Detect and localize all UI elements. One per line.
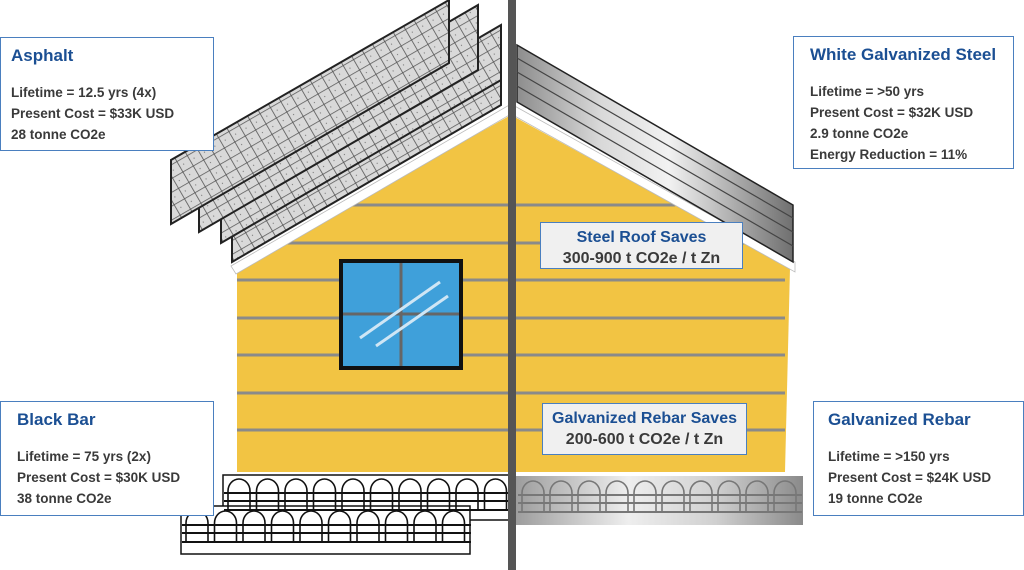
steel-co2: 2.9 tonne CO2e bbox=[810, 126, 909, 141]
galvanized-rebar-co2: 19 tonne CO2e bbox=[828, 491, 923, 506]
galvanized-rebar-info-box: Galvanized Rebar Lifetime = >150 yrs Pre… bbox=[813, 401, 1024, 516]
rebar-stirrup bbox=[312, 478, 337, 511]
rebar-stirrup bbox=[255, 478, 280, 511]
asphalt-title: Asphalt bbox=[11, 46, 74, 65]
rebar-stirrup bbox=[270, 510, 295, 543]
rebar-stirrup bbox=[242, 510, 266, 543]
black-bar-title: Black Bar bbox=[17, 410, 96, 429]
galvanized-rebar-title: Galvanized Rebar bbox=[828, 410, 971, 429]
steel-info-box: White Galvanized Steel Lifetime = >50 yr… bbox=[793, 36, 1014, 169]
steel-lifetime: Lifetime = >50 yrs bbox=[810, 84, 925, 99]
rebar-stirrup bbox=[441, 510, 466, 543]
window bbox=[339, 259, 463, 370]
rebar-stirrup bbox=[369, 478, 394, 511]
steel-saves-value: 300-900 t CO2e / t Zn bbox=[562, 250, 721, 267]
rebar-stirrup bbox=[398, 478, 422, 511]
asphalt-shingles bbox=[170, 0, 502, 264]
galvanized-rebar-cage bbox=[512, 476, 803, 525]
rebar-saves-value: 200-600 t CO2e / t Zn bbox=[565, 431, 724, 448]
rebar-stirrup bbox=[661, 480, 685, 513]
galvanized-rebar-cost: Present Cost = $24K USD bbox=[828, 470, 992, 485]
asphalt-lifetime: Lifetime = 12.5 yrs (4x) bbox=[11, 85, 157, 100]
rebar-arcs bbox=[182, 478, 802, 543]
rebar-savings: Galvanized Rebar Saves 200-600 t CO2e / … bbox=[542, 403, 747, 455]
rebar-stirrup bbox=[717, 480, 741, 513]
black-bar-lifetime: Lifetime = 75 yrs (2x) bbox=[17, 449, 151, 464]
black-bar-info-box: Black Bar Lifetime = 75 yrs (2x) Present… bbox=[0, 401, 214, 516]
comparison-divider bbox=[508, 0, 516, 570]
rebar-stirrup bbox=[483, 478, 508, 511]
rebar-stirrup bbox=[299, 510, 323, 543]
rebar-stirrup bbox=[549, 480, 573, 513]
rebar-stirrup bbox=[773, 480, 797, 513]
rebar-stirrup bbox=[356, 510, 380, 543]
steel-title: White Galvanized Steel bbox=[810, 45, 997, 64]
black-bar-cost: Present Cost = $30K USD bbox=[17, 470, 181, 485]
asphalt-co2: 28 tonne CO2e bbox=[11, 127, 106, 142]
black-rebar-cage-front bbox=[180, 505, 471, 555]
galvanized-rebar-lifetime: Lifetime = >150 yrs bbox=[828, 449, 950, 464]
rebar-stirrup bbox=[213, 510, 238, 543]
rebar-stirrup bbox=[633, 480, 657, 513]
rebar-stirrup bbox=[284, 478, 308, 511]
rebar-stirrup bbox=[521, 480, 545, 513]
steel-roof bbox=[516, 43, 794, 264]
rebar-stirrup bbox=[327, 510, 352, 543]
steel-energy: Energy Reduction = 11% bbox=[810, 147, 968, 162]
rebar-stirrup bbox=[341, 478, 365, 511]
rebar-stirrup bbox=[745, 480, 769, 513]
rebar-stirrup bbox=[426, 478, 451, 511]
black-bar-co2: 38 tonne CO2e bbox=[17, 491, 112, 506]
steel-saves-title: Steel Roof Saves bbox=[576, 229, 707, 246]
rebar-stirrup bbox=[605, 480, 629, 513]
steel-cost: Present Cost = $32K USD bbox=[810, 105, 974, 120]
rebar-stirrup bbox=[455, 478, 479, 511]
rebar-stirrup bbox=[689, 480, 713, 513]
asphalt-info-box: Asphalt Lifetime = 12.5 yrs (4x) Present… bbox=[0, 37, 214, 151]
rebar-stirrup bbox=[413, 510, 437, 543]
rebar-stirrup bbox=[227, 478, 251, 511]
rebar-saves-title: Galvanized Rebar Saves bbox=[552, 410, 737, 427]
steel-roof-savings: Steel Roof Saves 300-900 t CO2e / t Zn bbox=[540, 222, 743, 269]
asphalt-cost: Present Cost = $33K USD bbox=[11, 106, 175, 121]
rebar-stirrup bbox=[577, 480, 601, 513]
rebar-stirrup bbox=[384, 510, 409, 543]
